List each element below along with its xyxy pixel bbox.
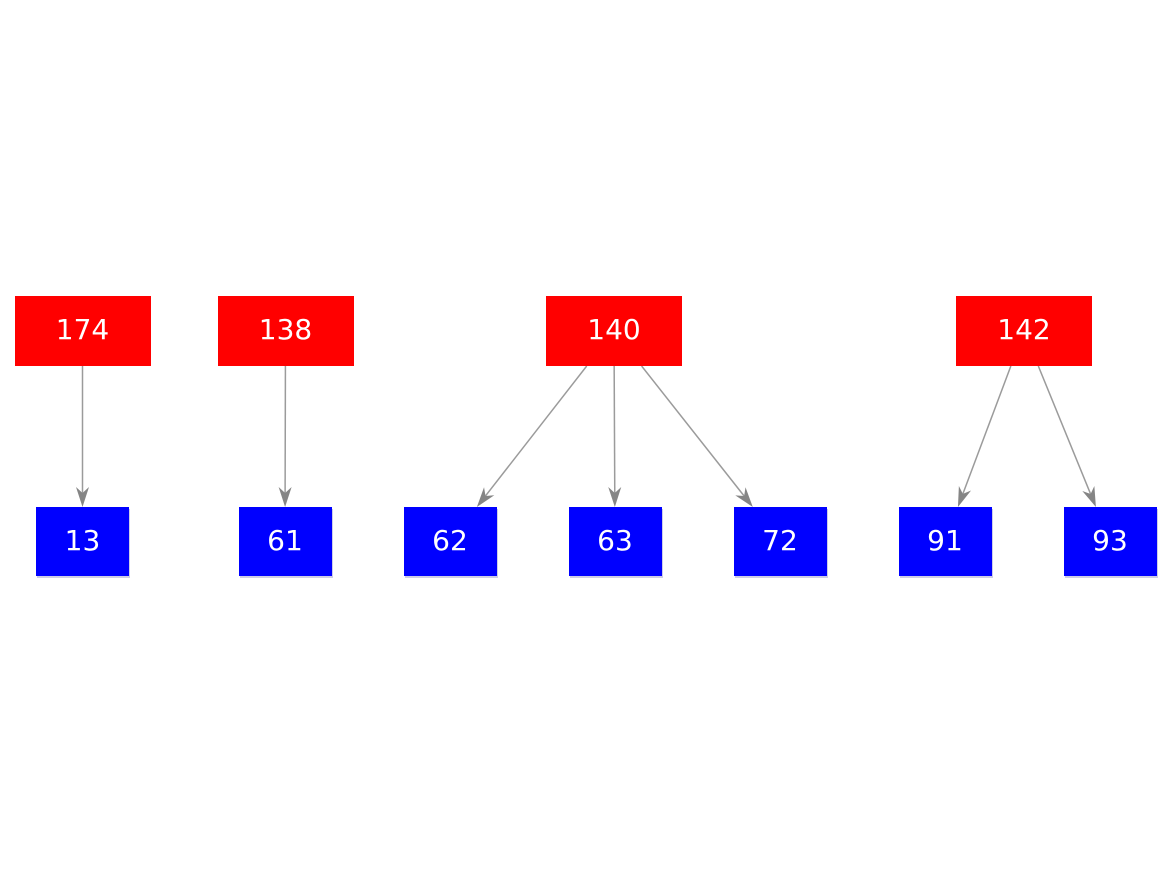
node-label: 72	[762, 523, 798, 557]
edge-line	[484, 365, 588, 497]
node-label: 142	[997, 313, 1051, 346]
node-140: 140	[546, 296, 682, 366]
node-72: 72	[733, 507, 827, 576]
edge-arrowhead	[476, 487, 495, 507]
edge-arrowhead	[76, 487, 89, 507]
edge-arrowhead	[735, 487, 753, 507]
node-62: 62	[403, 507, 497, 576]
node-label: 62	[432, 523, 468, 557]
edge-line	[613, 365, 616, 494]
node-174: 174	[14, 296, 151, 366]
edge-line	[641, 365, 745, 497]
node-label: 63	[597, 523, 633, 557]
node-label: 91	[927, 523, 963, 557]
node-label: 140	[587, 313, 641, 346]
node-63: 63	[568, 507, 662, 576]
node-138: 138	[217, 296, 354, 366]
node-142: 142	[956, 296, 1092, 366]
node-91: 91	[898, 507, 992, 576]
node-61: 61	[238, 507, 332, 576]
node-label: 93	[1092, 523, 1128, 557]
node-label: 13	[64, 523, 101, 557]
edge-arrowhead	[1082, 486, 1096, 507]
edge-arrowhead	[278, 486, 292, 507]
node-93: 93	[1063, 507, 1157, 576]
node-label: 174	[55, 313, 110, 346]
edge-line	[962, 365, 1012, 495]
node-label: 138	[258, 313, 313, 346]
edge-arrowhead	[608, 486, 622, 507]
node-label: 61	[267, 523, 303, 557]
node-13: 13	[36, 507, 129, 576]
edge-line	[1037, 365, 1092, 495]
edge-arrowhead	[957, 485, 972, 507]
